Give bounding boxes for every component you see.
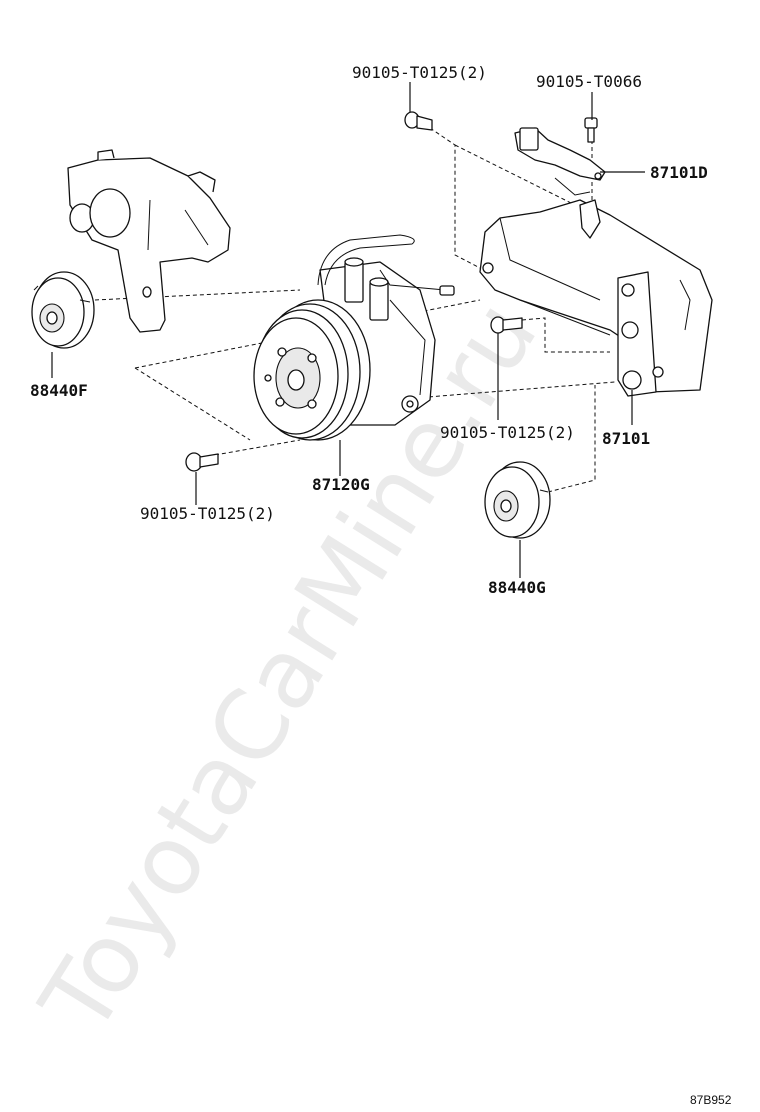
label-pulley-88440f: 88440F — [30, 381, 88, 400]
idler-pulley-88440f — [31, 271, 95, 349]
label-bolt-t0066: 90105-T0066 — [536, 72, 642, 91]
leader-lines — [51, 82, 645, 578]
label-bracket-87101: 87101 — [602, 429, 650, 448]
label-compressor-87120g: 87120G — [312, 475, 370, 494]
drawing-code: 87B952 — [690, 1093, 732, 1107]
bolt-bottom-t0125 — [185, 452, 219, 472]
engine-bracket — [67, 149, 231, 333]
bolt-top-t0125 — [404, 111, 433, 131]
ac-compressor-87120g — [253, 234, 455, 441]
bracket-87101d — [514, 127, 606, 196]
label-bracket-87101d: 87101D — [650, 163, 708, 182]
bolt-t0066 — [584, 117, 598, 143]
idler-pulley-88440g — [484, 461, 551, 539]
bolt-middle-t0125 — [490, 316, 523, 334]
compressor-bracket-87101 — [479, 199, 713, 397]
label-pulley-88440g: 88440G — [488, 578, 546, 597]
label-bolt-bottom: 90105-T0125(2) — [140, 504, 275, 523]
label-bolt-top: 90105-T0125(2) — [352, 63, 487, 82]
label-bolt-middle: 90105-T0125(2) — [440, 423, 575, 442]
